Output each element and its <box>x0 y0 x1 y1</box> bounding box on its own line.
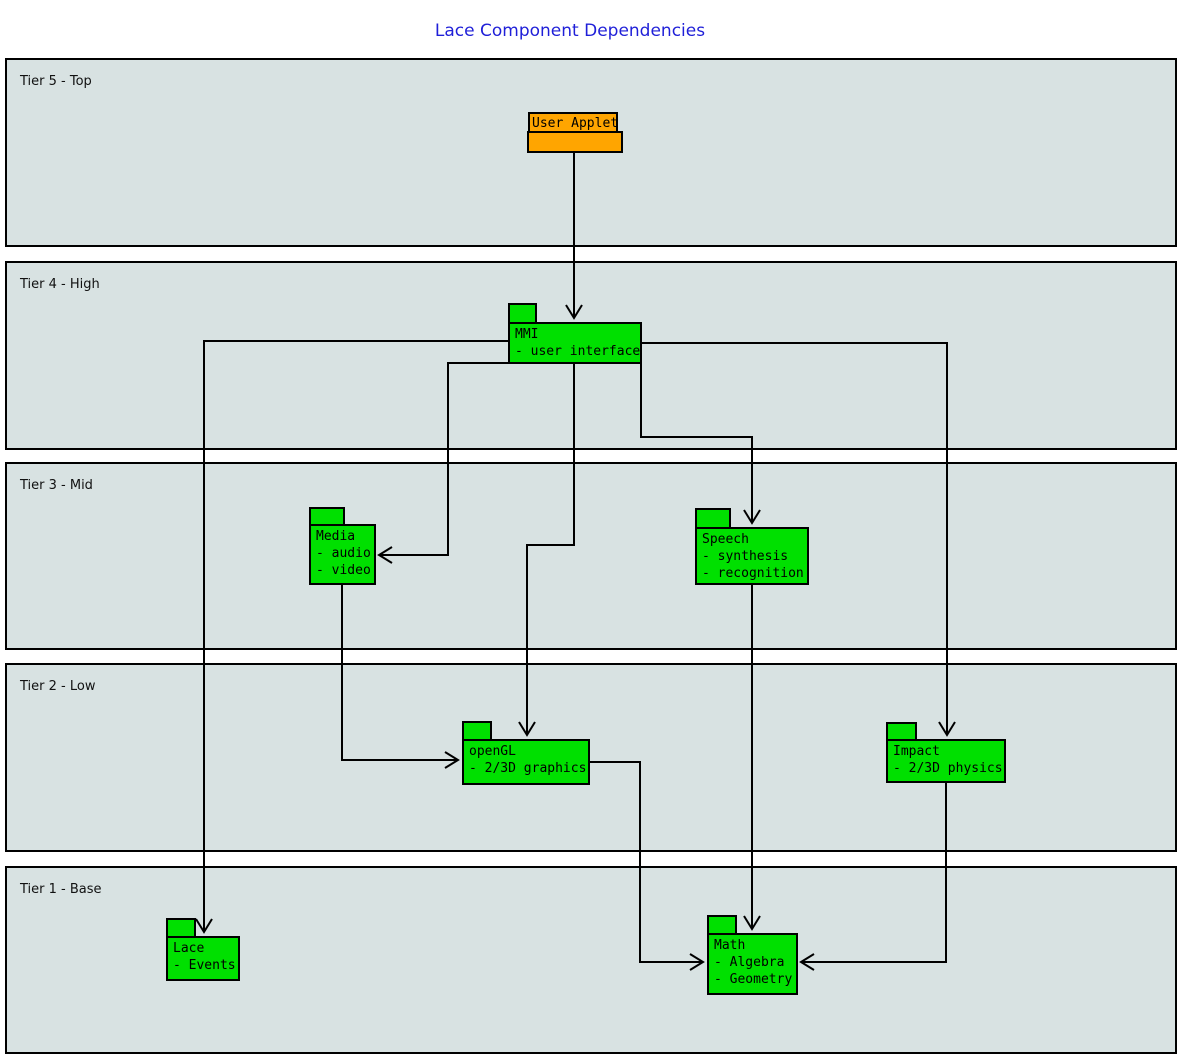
node-math-item: - Geometry <box>714 972 793 987</box>
node-mmi-item: - user interface <box>515 344 641 359</box>
node-media-item: - video <box>316 563 371 578</box>
node-lace-item: - Events <box>173 958 236 973</box>
node-media-name: Media <box>316 529 356 544</box>
tier-band-1: Tier 1 - Base <box>5 866 1177 1054</box>
node-lace: Lace - Events <box>166 936 240 981</box>
node-opengl-item: - 2/3D graphics <box>469 761 587 776</box>
node-lace-tab <box>166 918 196 938</box>
tier-band-label: Tier 1 - Base <box>20 882 102 897</box>
node-speech-item: - synthesis <box>702 549 789 564</box>
edge-mmi-to-speech <box>640 364 761 525</box>
node-media: Media - audio - video <box>309 524 376 585</box>
tier-band-label: Tier 2 - Low <box>20 679 96 694</box>
node-impact-name: Impact <box>893 744 940 759</box>
edge-mmi-to-media <box>377 362 508 564</box>
edge-media-to-opengl <box>341 585 460 769</box>
edge-mmi-to-opengl <box>518 364 575 737</box>
edge-mmi-to-impact <box>642 342 956 737</box>
tier-band-label: Tier 3 - Mid <box>20 478 93 493</box>
node-media-item: - audio <box>316 546 371 561</box>
node-speech-tab <box>695 508 731 529</box>
node-impact: Impact - 2/3D physics <box>886 739 1006 783</box>
tier-band-label: Tier 4 - High <box>20 277 100 292</box>
node-speech: Speech - synthesis - recognition <box>695 527 809 585</box>
edge-opengl-to-math <box>590 761 705 971</box>
tier-band-label: Tier 5 - Top <box>20 74 92 89</box>
node-math-tab <box>707 915 737 935</box>
node-opengl-tab <box>462 721 492 741</box>
node-mmi: MMI - user interface <box>508 322 642 364</box>
node-math: Math - Algebra - Geometry <box>707 933 798 995</box>
edge-impact-to-math <box>799 783 947 971</box>
node-math-name: Math <box>714 938 746 953</box>
node-mmi-tab <box>508 303 537 324</box>
node-opengl: openGL - 2/3D graphics <box>462 739 590 785</box>
node-user-applet-label: User Applet <box>528 112 618 133</box>
node-user-applet-body <box>527 131 623 153</box>
node-mmi-name: MMI <box>515 327 539 342</box>
node-opengl-name: openGL <box>469 744 516 759</box>
node-lace-name: Lace <box>173 941 205 956</box>
node-math-item: - Algebra <box>714 955 785 970</box>
node-speech-name: Speech <box>702 532 749 547</box>
diagram-title: Lace Component Dependencies <box>434 21 706 41</box>
tier-band-3: Tier 3 - Mid <box>5 462 1177 650</box>
edge-mmi-to-lace <box>195 340 508 934</box>
node-speech-item: - recognition <box>702 566 804 581</box>
node-impact-item: - 2/3D physics <box>893 761 1003 776</box>
